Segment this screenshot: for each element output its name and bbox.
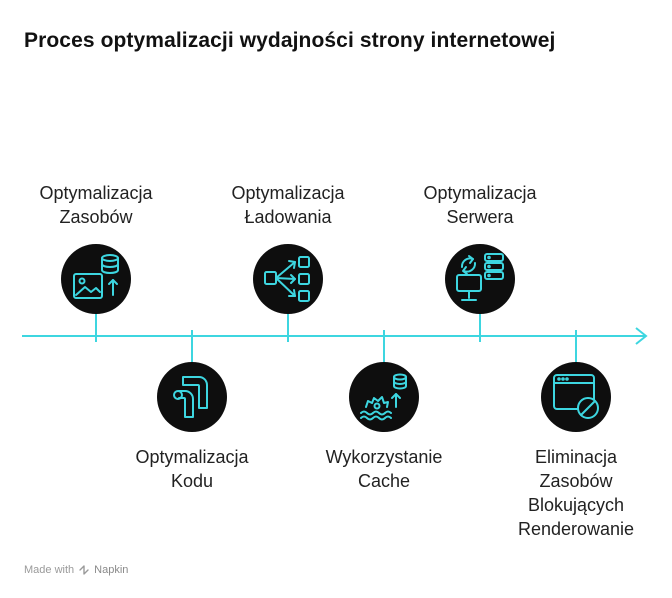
image-database-icon — [73, 254, 119, 299]
step-node-6 — [541, 362, 611, 432]
footer-attribution[interactable]: Made with Napkin — [24, 564, 128, 576]
step-node-4 — [349, 362, 419, 432]
blocked-window-icon — [553, 374, 599, 419]
server-sync-icon — [456, 253, 504, 301]
step-node-3 — [253, 244, 323, 314]
loading-flow-icon — [264, 256, 310, 302]
code-path-icon — [173, 376, 208, 418]
cache-database-icon — [360, 373, 407, 421]
footer-brand: Napkin — [94, 564, 129, 576]
napkin-logo-icon — [79, 565, 89, 575]
step-node-2 — [157, 362, 227, 432]
page-title: Proces optymalizacji wydajności strony i… — [24, 29, 556, 52]
step-node-1 — [61, 244, 131, 314]
footer-made-with: Made with — [24, 564, 75, 576]
step-node-5 — [445, 244, 515, 314]
